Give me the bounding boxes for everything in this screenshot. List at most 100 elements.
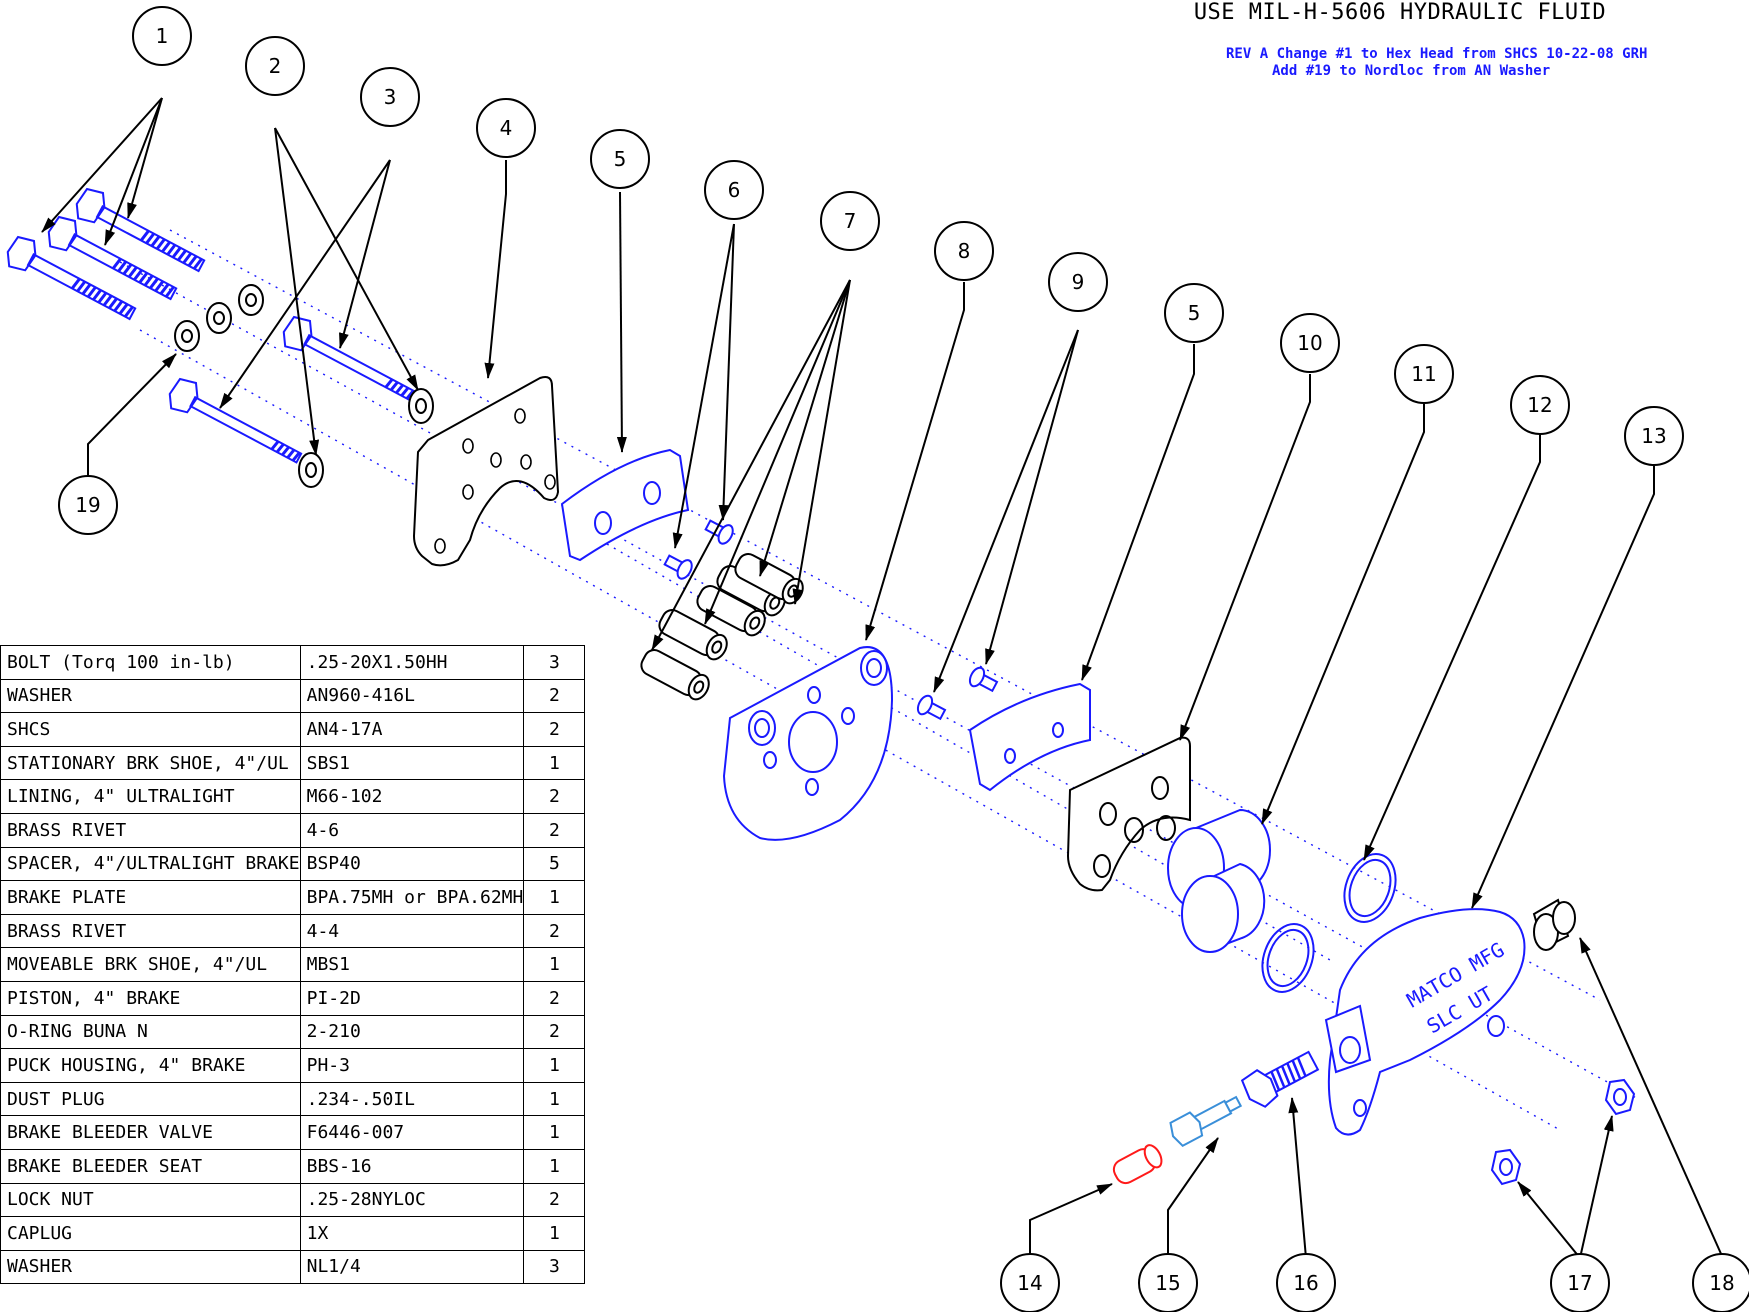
callout-17: 17 bbox=[1567, 1271, 1592, 1295]
callout-10: 10 bbox=[1297, 331, 1322, 355]
revision-note-line2: Add #19 to Nordloc from AN Washer bbox=[1272, 63, 1551, 79]
bleeder-valve-part-15 bbox=[1169, 1095, 1243, 1148]
bom-description: SPACER, 4"/ULTRALIGHT BRAKE bbox=[0, 846, 301, 882]
center-lines bbox=[119, 229, 1641, 1131]
bom-description: PUCK HOUSING, 4" BRAKE bbox=[0, 1048, 301, 1083]
bom-part-number: PH-3 bbox=[299, 1048, 525, 1083]
lining-part-5-left bbox=[560, 448, 690, 562]
callout-16: 16 bbox=[1293, 1271, 1318, 1295]
bom-quantity: 2 bbox=[523, 812, 586, 848]
piston-part-11 bbox=[1167, 808, 1271, 953]
bom-part-number: F6446-007 bbox=[299, 1115, 525, 1150]
shcs-part-3 bbox=[168, 315, 417, 464]
washer-part-2 bbox=[298, 388, 434, 488]
callout-4: 4 bbox=[500, 116, 513, 140]
bom-quantity: 1 bbox=[523, 1115, 586, 1150]
callout-9: 9 bbox=[1072, 270, 1085, 294]
caplug-part-14 bbox=[1112, 1144, 1163, 1185]
oring-part-12 bbox=[1261, 853, 1397, 993]
bom-part-number: M66-102 bbox=[299, 779, 525, 814]
bom-description: BRAKE BLEEDER SEAT bbox=[0, 1148, 301, 1184]
bom-description: MOVEABLE BRK SHOE, 4"/UL bbox=[0, 947, 301, 982]
bom-quantity: 1 bbox=[523, 880, 586, 915]
bom-part-number: 4-6 bbox=[299, 812, 525, 848]
bom-description: CAPLUG bbox=[0, 1216, 301, 1251]
bleeder-seat-part-16 bbox=[1240, 1050, 1320, 1108]
bom-quantity: 1 bbox=[523, 1148, 586, 1184]
bom-part-number: 4-4 bbox=[299, 913, 525, 949]
bom-part-number: NL1/4 bbox=[299, 1249, 525, 1285]
callout-11: 11 bbox=[1411, 362, 1436, 386]
bom-description: SHCS bbox=[0, 712, 301, 747]
bom-quantity: 1 bbox=[523, 947, 586, 982]
revision-note-line1: REV A Change #1 to Hex Head from SHCS 10… bbox=[1226, 46, 1648, 62]
bom-description: LINING, 4" ULTRALIGHT bbox=[0, 779, 301, 814]
bom-quantity: 1 bbox=[523, 1216, 586, 1251]
bom-part-number: .234-.50IL bbox=[299, 1081, 525, 1117]
bom-part-number: AN960-416L bbox=[299, 678, 525, 714]
bolt-part-1 bbox=[6, 187, 206, 321]
stationary-shoe-part-4 bbox=[412, 376, 560, 567]
callout-2: 2 bbox=[269, 54, 282, 78]
callout-13: 13 bbox=[1641, 424, 1666, 448]
washer-part-19 bbox=[174, 284, 264, 352]
callout-numbers: 1 2 3 4 5 6 7 8 9 5 10 11 12 13 19 14 15… bbox=[75, 24, 1734, 1295]
bom-quantity: 2 bbox=[523, 913, 586, 949]
bom-description: O-RING BUNA N bbox=[0, 1014, 301, 1050]
callout-6: 6 bbox=[728, 178, 741, 202]
puck-housing-part-13: MATCO MFG SLC UT bbox=[1324, 908, 1526, 1136]
bom-description: STATIONARY BRK SHOE, 4"/UL bbox=[0, 745, 301, 781]
bom-description: WASHER bbox=[0, 1249, 301, 1285]
bom-description: BOLT (Torq 100 in-lb) bbox=[0, 645, 301, 680]
bom-quantity: 2 bbox=[523, 712, 586, 747]
spacer-part-7 bbox=[640, 553, 804, 701]
callout-1: 1 bbox=[156, 24, 169, 48]
leader-lines bbox=[41, 97, 1723, 1259]
callout-14: 14 bbox=[1017, 1271, 1042, 1295]
callout-7: 7 bbox=[844, 209, 857, 233]
bom-quantity: 2 bbox=[523, 779, 586, 814]
bom-part-number: .25-28NYLOC bbox=[299, 1182, 525, 1218]
dust-plug-part-18 bbox=[1532, 898, 1576, 951]
bom-part-number: MBS1 bbox=[299, 947, 525, 982]
bom-quantity: 5 bbox=[523, 846, 586, 882]
bom-quantity: 1 bbox=[523, 1048, 586, 1083]
bom-description: BRAKE BLEEDER VALVE bbox=[0, 1115, 301, 1150]
bom-quantity: 2 bbox=[523, 1182, 586, 1218]
bom-quantity: 2 bbox=[523, 1014, 586, 1050]
brake-plate-part-8 bbox=[722, 646, 894, 841]
bom-part-number: SBS1 bbox=[299, 745, 525, 781]
rivet-part-9 bbox=[916, 666, 999, 721]
bom-quantity: 3 bbox=[523, 645, 586, 680]
callout-5a: 5 bbox=[614, 147, 627, 171]
lining-part-5-right bbox=[968, 682, 1091, 792]
bom-quantity: 3 bbox=[523, 1249, 586, 1285]
bom-description: BRASS RIVET bbox=[0, 913, 301, 949]
bom-description: WASHER bbox=[0, 678, 301, 714]
callout-3: 3 bbox=[384, 85, 397, 109]
bom-part-number: BPA.75MH or BPA.62MH bbox=[299, 880, 525, 915]
bom-description: BRAKE PLATE bbox=[0, 880, 301, 915]
bom-part-number: PI-2D bbox=[299, 980, 525, 1016]
callout-8: 8 bbox=[958, 239, 971, 263]
bom-description: LOCK NUT bbox=[0, 1182, 301, 1218]
bom-part-number: AN4-17A bbox=[299, 712, 525, 747]
bom-description: PISTON, 4" BRAKE bbox=[0, 980, 301, 1016]
bom-part-number: 2-210 bbox=[299, 1014, 525, 1050]
bom-quantity: 1 bbox=[523, 1081, 586, 1117]
